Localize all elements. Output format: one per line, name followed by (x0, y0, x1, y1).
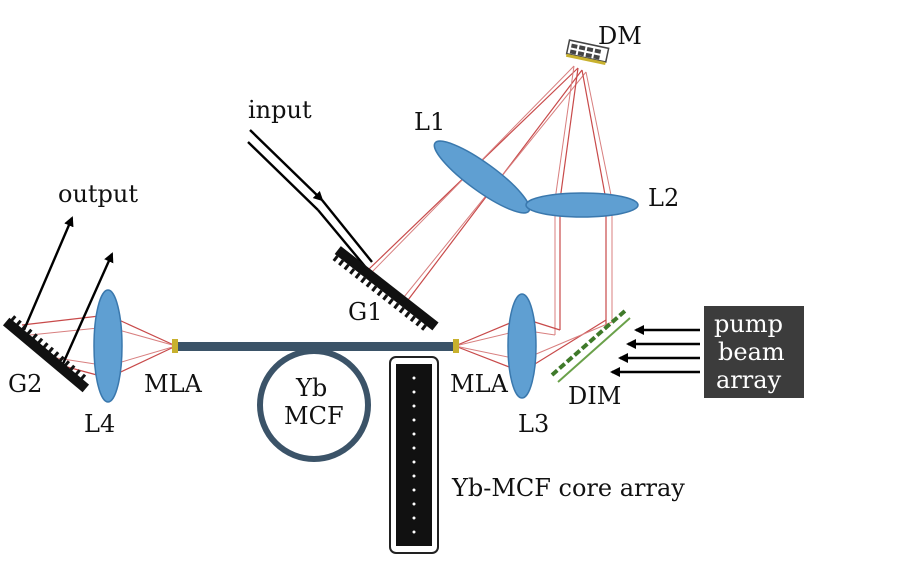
mla-right-element (453, 339, 459, 353)
label-pump-line2: beam (718, 338, 785, 366)
dichroic-mirror-dim (550, 308, 631, 383)
lens-l2 (525, 192, 639, 218)
grating-g1 (332, 246, 439, 331)
grating-g2 (2, 315, 90, 393)
pump-arrows (610, 325, 700, 377)
label-g2: G2 (8, 370, 42, 398)
label-core-array: Yb-MCF core array (451, 474, 685, 502)
output-arrows (22, 216, 114, 367)
label-dm: DM (598, 22, 642, 50)
lens-l1 (433, 140, 531, 214)
label-pump-line1: pump (714, 310, 783, 338)
pump-beam-array-box (704, 306, 804, 398)
label-l2: L2 (648, 184, 679, 212)
label-mla-right: MLA (450, 370, 509, 398)
lens-l4 (93, 289, 123, 403)
label-mla-left: MLA (144, 370, 203, 398)
label-l3: L3 (518, 410, 549, 438)
label-fiber-line2: MCF (284, 402, 344, 430)
core-array-panel (389, 356, 439, 554)
label-fiber-line1: Yb (295, 374, 327, 402)
label-dim: DIM (568, 382, 621, 410)
label-g1: G1 (348, 298, 382, 326)
label-output: output (58, 180, 138, 208)
yb-mcf-fiber (172, 339, 459, 462)
label-input: input (248, 96, 312, 124)
label-l1: L1 (414, 108, 445, 136)
lens-l3 (507, 293, 537, 399)
label-pump-line3: array (716, 366, 782, 394)
mla-left-element (172, 339, 178, 353)
deformable-mirror-dm (565, 39, 610, 66)
label-l4: L4 (84, 410, 115, 438)
input-arrows (247, 129, 373, 271)
